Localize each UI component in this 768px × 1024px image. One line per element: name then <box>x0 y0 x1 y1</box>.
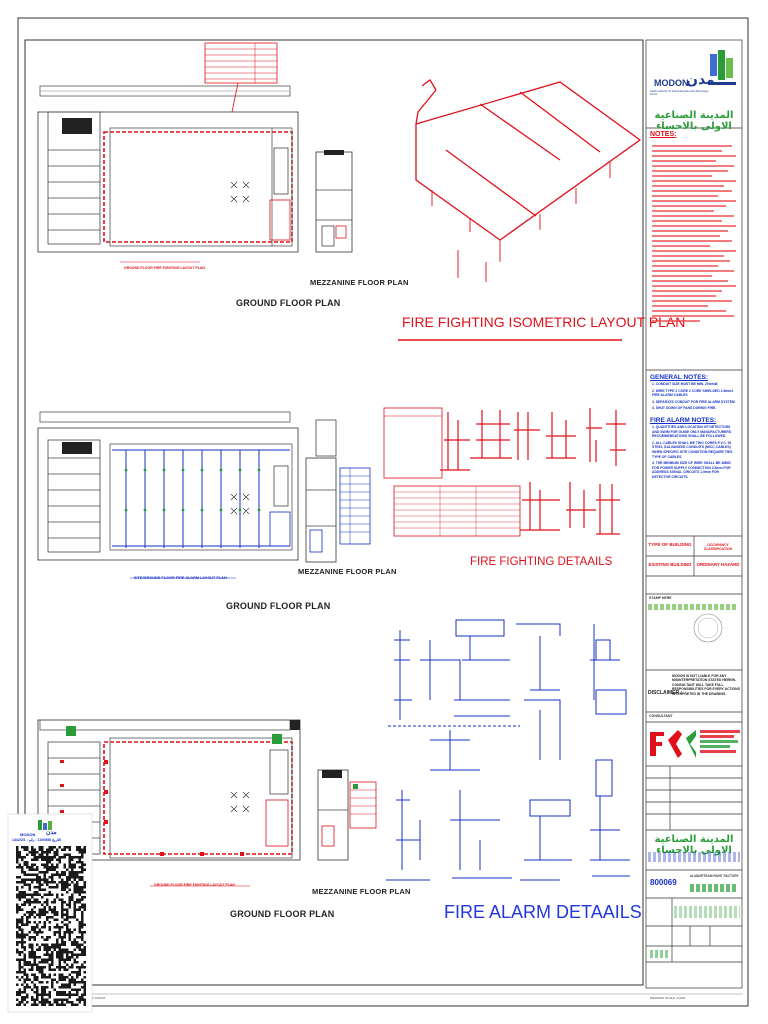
city-arabic-header: المدينة الصناعية الاولى بالاحساء <box>654 110 734 132</box>
svg-text:SHEET COUNT: SHEET COUNT <box>84 996 106 1000</box>
fire-alarm-note-2: 2. ALL CABLES SHALL BE TWO CORES P.V.C. … <box>652 440 733 459</box>
modon-logo-arabic: مدن <box>686 72 715 88</box>
general-note-2: 2. WIRE TYPE 2 CORE 2 CORE SHIELDED 1.5m… <box>652 388 734 398</box>
mezzanine-plan-label-2: MEZZANINE FLOOR PLAN <box>298 567 397 576</box>
consultant-logo-mark <box>650 730 696 758</box>
city-arabic-footer: المدينة الصناعية الاولى بالاحساء <box>654 834 734 856</box>
type-of-building-label: TYPE OF BUILDING <box>648 542 692 547</box>
title-block-linework <box>645 39 743 989</box>
fire-alarm-note-1: 1. QUANTITIES AND LOCATION OF DETECTORS … <box>652 424 732 439</box>
disclaimer-text: MODON IS NOT LIABLE FOR ANY MISINTERPRET… <box>672 674 740 696</box>
qr-logo-arabic: مدن <box>46 830 57 836</box>
qr-reference: 1442/2/1 : التاريخ 1100588 : رقم <box>12 838 62 842</box>
qr-modon-logo <box>36 818 66 836</box>
plan-2-caption: SITE/GROUND FLOOR FIRE ALARM LAYOUT PLAN <box>134 576 227 580</box>
ground-floor-plan-label-1: GROUND FLOOR PLAN <box>236 298 341 308</box>
general-notes: GENERAL NOTES: 1. CONDUIT SIZE MUST BE M… <box>646 372 742 482</box>
fire-fighting-details-sheet <box>383 407 626 537</box>
stamp-label: STAMP HERE <box>649 596 672 600</box>
ground-floor-plan-label-2: GROUND FLOOR PLAN <box>226 601 331 611</box>
qr-logo-text: MODON <box>20 832 36 837</box>
fire-alarm-note-3: 3. THE MINIMUM SIZE OF WIRE SHALL BE 4MM… <box>652 461 731 479</box>
notes-body <box>648 142 740 325</box>
project-name: ALMANFTEAM PAINT FACTORY <box>690 874 739 878</box>
svg-text:DRAWING SCALE / DATE: DRAWING SCALE / DATE <box>650 996 685 1000</box>
plan-3 <box>37 719 377 887</box>
drawing-title-block <box>674 906 740 918</box>
occupancy-label: OCCUPANCY CLASSIFICATION <box>703 543 733 551</box>
general-note-4: 4. SHUT DOWN OF FANS DURING FIRE. <box>652 406 717 411</box>
fire-fighting-details-title: FIRE FIGHTING DETAAILS <box>470 556 613 568</box>
modon-logo <box>650 46 738 108</box>
ground-floor-plan-label-3: GROUND FLOOR PLAN <box>230 909 335 919</box>
general-note-3: 3. SEPARATE CONDUIT FOR FIRE ALARM SYSTE… <box>652 399 735 404</box>
city-latin-footer <box>648 852 740 862</box>
isometric-layout <box>415 79 642 282</box>
plan-3-caption: GROUND FLOOR FIRE FIGHTING LAYOUT PLAN <box>154 883 235 887</box>
sheet-number <box>650 950 670 958</box>
isometric-title: FIRE FIGHTING ISOMETRIC LAYOUT PLAN <box>402 314 686 330</box>
fire-alarm-notes-heading: FIRE ALARM NOTES: <box>650 416 717 424</box>
consultant-details <box>700 728 740 762</box>
plan-2 <box>37 411 371 579</box>
occupancy-value: ORDINARY HAZARD <box>696 562 740 567</box>
project-name-arabic <box>690 884 738 892</box>
project-code: 800069 <box>650 878 677 887</box>
general-note-1: 1. CONDUIT SIZE MUST BE MIN. 20mmØ. <box>652 382 719 386</box>
fire-alarm-details-sheet <box>386 619 630 881</box>
stamp-green-text <box>648 604 736 610</box>
general-notes-heading: GENERAL NOTES: <box>650 374 709 381</box>
consultant-label: CONSULTANT <box>649 714 673 718</box>
modon-tagline: Saudi Authority for Industrial Cities an… <box>650 90 709 96</box>
qr-code <box>16 846 86 1006</box>
fire-alarm-details-title: FIRE ALARM DETAAILS <box>444 902 642 922</box>
plan-1-caption: GROUND FLOOR FIRE FIGHTING LAYOUT PLAN <box>124 266 205 270</box>
disclaimer-label: DISCLAIMER : <box>648 690 683 696</box>
mezzanine-plan-label-3: MEZZANINE FLOOR PLAN <box>312 887 411 896</box>
modon-logo-latin: MODON <box>654 78 689 88</box>
notes-heading: NOTES: <box>650 131 677 138</box>
plan-1 <box>37 42 353 263</box>
mezzanine-plan-label-1: MEZZANINE FLOOR PLAN <box>310 278 409 287</box>
type-of-building-value: EXISTING BUILDING <box>648 562 692 567</box>
